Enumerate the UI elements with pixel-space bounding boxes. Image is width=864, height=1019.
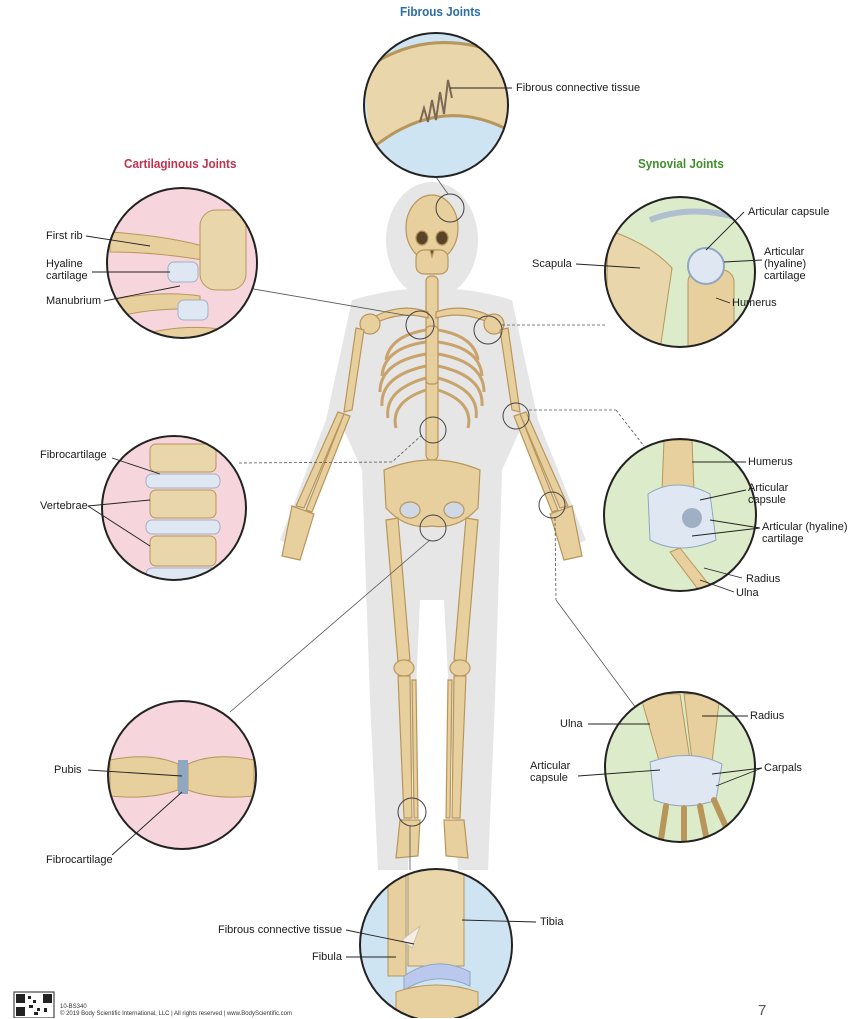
label-carpals: Carpals (764, 762, 802, 774)
elbow-joint-detail (600, 436, 760, 600)
fibrous-skull-detail (360, 30, 520, 180)
synovial-joints-heading: Synovial Joints (638, 156, 724, 171)
skeleton (282, 195, 582, 858)
product-code: 10-BS340 (60, 1004, 87, 1011)
intervertebral-detail (96, 430, 256, 590)
wrist-joint-detail (600, 690, 760, 850)
label-articular-capsule-shoulder: Articular capsule (748, 206, 829, 218)
label-articular-hyaline-cartilage-shoulder: Articular (hyaline) cartilage (764, 246, 824, 282)
pubic-symphysis-detail (104, 698, 264, 858)
sternocostal-detail (100, 180, 270, 350)
label-vertebrae: Vertebrae (40, 500, 88, 512)
label-first-rib: First rib (46, 230, 83, 242)
label-fibrocartilage-pubis: Fibrocartilage (46, 854, 113, 866)
label-ulna-elbow: Ulna (736, 587, 759, 599)
label-articular-capsule-elbow: Articular capsule (748, 482, 804, 506)
label-fibrous-connective-tissue-ankle: Fibrous connective tissue (218, 924, 342, 936)
label-fibrocartilage-spine: Fibrocartilage (40, 449, 107, 461)
label-tibia: Tibia (540, 916, 563, 928)
cartilaginous-joints-heading: Cartilaginous Joints (124, 156, 236, 171)
fibrous-joints-heading: Fibrous Joints (400, 4, 481, 19)
label-hyaline-cartilage: Hyaline cartilage (46, 258, 98, 282)
label-radius-elbow: Radius (746, 573, 780, 585)
page-number: 7 (758, 1003, 766, 1018)
label-pubis: Pubis (54, 764, 82, 776)
label-articular-hyaline-cartilage-elbow: Articular (hyaline) cartilage (762, 521, 856, 545)
label-manubrium: Manubrium (46, 295, 101, 307)
label-ulna-wrist: Ulna (560, 718, 583, 730)
label-fibrous-connective-tissue-top: Fibrous connective tissue (516, 82, 640, 94)
label-humerus-shoulder: Humerus (732, 297, 777, 309)
label-fibula: Fibula (312, 951, 342, 963)
label-radius-wrist: Radius (750, 710, 784, 722)
copyright-notice: © 2019 Body Scientific International, LL… (60, 1011, 292, 1018)
shoulder-joint-detail (600, 194, 760, 360)
label-articular-capsule-wrist: Articular capsule (530, 760, 580, 784)
qr-code (14, 992, 54, 1018)
label-scapula: Scapula (532, 258, 572, 270)
label-humerus-elbow: Humerus (748, 456, 793, 468)
